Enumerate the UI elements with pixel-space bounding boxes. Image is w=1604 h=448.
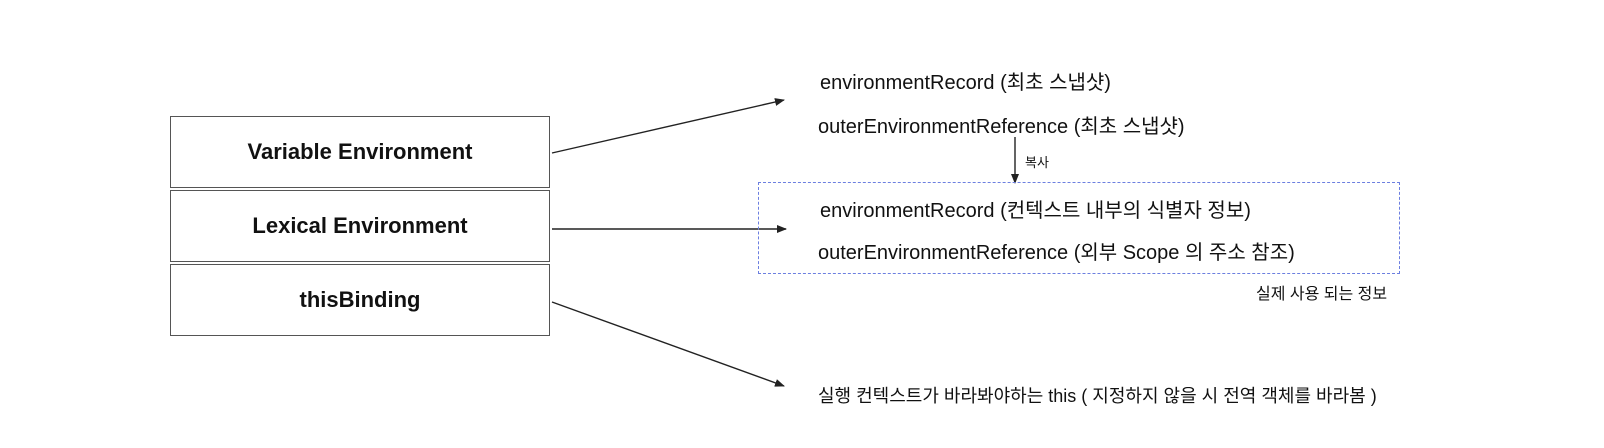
arrow-this-to-target: [551, 301, 785, 387]
lexical-env-group: [758, 182, 1400, 274]
variable-environment-box: Variable Environment: [170, 116, 550, 188]
this-binding-label: thisBinding: [299, 287, 421, 312]
variable-env-outer-ref-text: outerEnvironmentReference (최초 스냅샷): [818, 116, 1185, 138]
this-binding-target-text: 실행 컨텍스트가 바라봐야하는 this ( 지정하지 않을 시 전역 객체를 …: [818, 386, 1377, 406]
arrow-variable-to-snapshot: [551, 98, 785, 154]
copy-label: 복사: [1025, 155, 1049, 170]
lexical-environment-label: Lexical Environment: [252, 213, 468, 238]
lexical-env-record-text: environmentRecord (컨텍스트 내부의 식별자 정보): [820, 200, 1251, 222]
actual-use-caption: 실제 사용 되는 정보: [1256, 286, 1388, 303]
variable-environment-label: Variable Environment: [247, 139, 473, 164]
variable-env-record-text: environmentRecord (최초 스냅샷): [820, 72, 1111, 94]
lexical-environment-box: Lexical Environment: [170, 190, 550, 262]
lexical-env-outer-ref-text: outerEnvironmentReference (외부 Scope 의 주소…: [818, 242, 1295, 264]
this-binding-box: thisBinding: [170, 264, 550, 336]
